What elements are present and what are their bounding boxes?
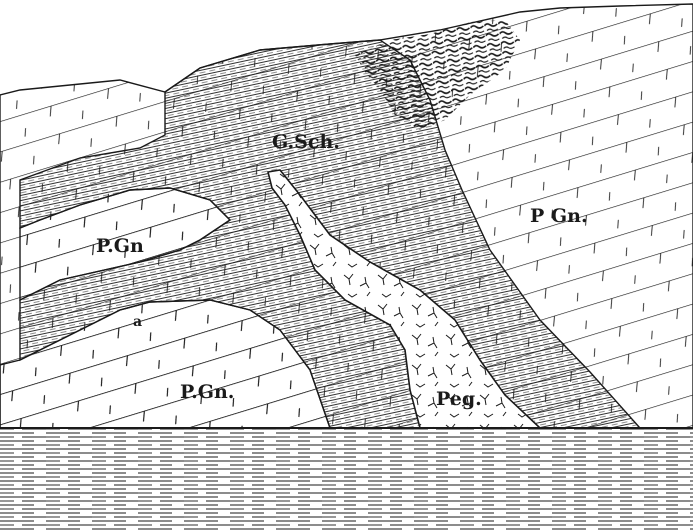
label-gneiss-right: P Gn. — [530, 205, 588, 227]
label-pegmatite: Peg. — [436, 388, 482, 410]
label-point-a: a — [133, 314, 142, 330]
water — [0, 428, 693, 530]
label-schist: G.Sch. — [272, 131, 340, 153]
label-gneiss-left: P.Gn — [96, 235, 144, 257]
label-gneiss-bottom: P.Gn. — [180, 381, 234, 403]
